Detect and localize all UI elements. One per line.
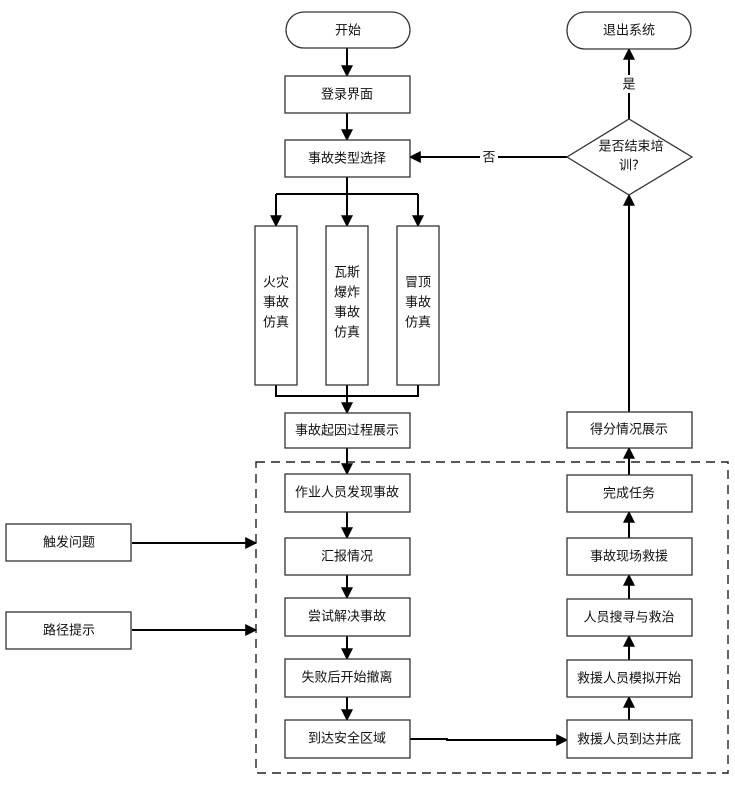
node-accident-type: 事故类型选择 xyxy=(284,139,411,178)
node-try-solve-label: 尝试解决事故 xyxy=(308,610,386,625)
node-report: 汇报情况 xyxy=(284,537,411,576)
node-safe-zone: 到达安全区域 xyxy=(284,719,411,759)
node-roof-sim-line2: 事故 xyxy=(405,296,431,311)
node-try-solve: 尝试解决事故 xyxy=(284,597,411,637)
simulation-group-boundary xyxy=(255,461,729,774)
node-safe-zone-label: 到达安全区域 xyxy=(308,731,386,747)
node-rescue-sim-start-label: 救援人员模拟开始 xyxy=(577,671,681,687)
node-evacuate: 失败后开始撤离 xyxy=(284,658,411,698)
node-end-training-line1: 是否结束培 xyxy=(598,139,663,155)
node-worker-discover: 作业人员发现事故 xyxy=(284,473,411,513)
node-roof-sim: 冒顶 事故 仿真 xyxy=(396,225,440,386)
node-search-treat: 人员搜寻与救治 xyxy=(566,598,693,637)
node-worker-discover-label: 作业人员发现事故 xyxy=(295,485,399,501)
node-gas-sim-line3: 事故 xyxy=(334,306,360,321)
node-trigger-question: 触发问题 xyxy=(5,523,132,562)
node-report-label: 汇报情况 xyxy=(321,550,373,565)
node-exit-label: 退出系统 xyxy=(603,24,655,39)
node-gas-sim-line4: 仿真 xyxy=(334,326,360,341)
node-fire-sim: 火灾 事故 仿真 xyxy=(254,225,298,386)
node-gas-sim-line2: 爆炸 xyxy=(334,286,360,301)
node-roof-sim-line3: 仿真 xyxy=(405,316,431,331)
node-score-display: 得分情况展示 xyxy=(566,411,693,449)
node-login: 登录界面 xyxy=(284,75,411,114)
node-path-hint: 路径提示 xyxy=(5,611,132,650)
node-score-display-label: 得分情况展示 xyxy=(590,422,668,438)
node-evacuate-label: 失败后开始撤离 xyxy=(301,670,392,686)
node-end-training-line2: 训? xyxy=(619,159,639,174)
node-cause-display: 事故起因过程展示 xyxy=(284,412,411,449)
node-task-complete: 完成任务 xyxy=(566,474,693,513)
node-rescuers-arrive-label: 救援人员到达井底 xyxy=(577,732,681,748)
node-onsite-rescue-label: 事故现场救援 xyxy=(590,549,668,565)
node-task-complete-label: 完成任务 xyxy=(603,486,655,502)
edge-safe-rescuers xyxy=(409,734,569,746)
node-trigger-question-label: 触发问题 xyxy=(43,535,95,551)
node-search-treat-label: 人员搜寻与救治 xyxy=(583,610,674,626)
node-roof-sim-line1: 冒顶 xyxy=(405,276,431,291)
node-gas-sim: 瓦斯 爆炸 事故 仿真 xyxy=(325,225,369,386)
node-end-training-decision: 是否结束培 训? xyxy=(565,118,694,196)
node-cause-display-label: 事故起因过程展示 xyxy=(295,424,399,439)
node-accident-type-label: 事故类型选择 xyxy=(308,152,386,167)
node-onsite-rescue: 事故现场救援 xyxy=(566,537,693,576)
node-start-label: 开始 xyxy=(335,24,361,39)
node-gas-sim-line1: 瓦斯 xyxy=(334,266,360,281)
node-fire-sim-line1: 火灾 xyxy=(263,275,289,291)
node-rescuers-arrive: 救援人员到达井底 xyxy=(566,719,693,759)
edge-label-no: 否 xyxy=(482,151,495,166)
edge-label-yes: 是 xyxy=(622,78,635,93)
node-login-label: 登录界面 xyxy=(321,88,373,103)
node-fire-sim-line2: 事故 xyxy=(263,296,289,311)
node-path-hint-label: 路径提示 xyxy=(43,623,95,639)
node-fire-sim-line3: 仿真 xyxy=(263,316,289,331)
node-start: 开始 xyxy=(285,11,411,49)
node-exit: 退出系统 xyxy=(566,11,692,50)
node-rescue-sim-start: 救援人员模拟开始 xyxy=(566,659,693,698)
